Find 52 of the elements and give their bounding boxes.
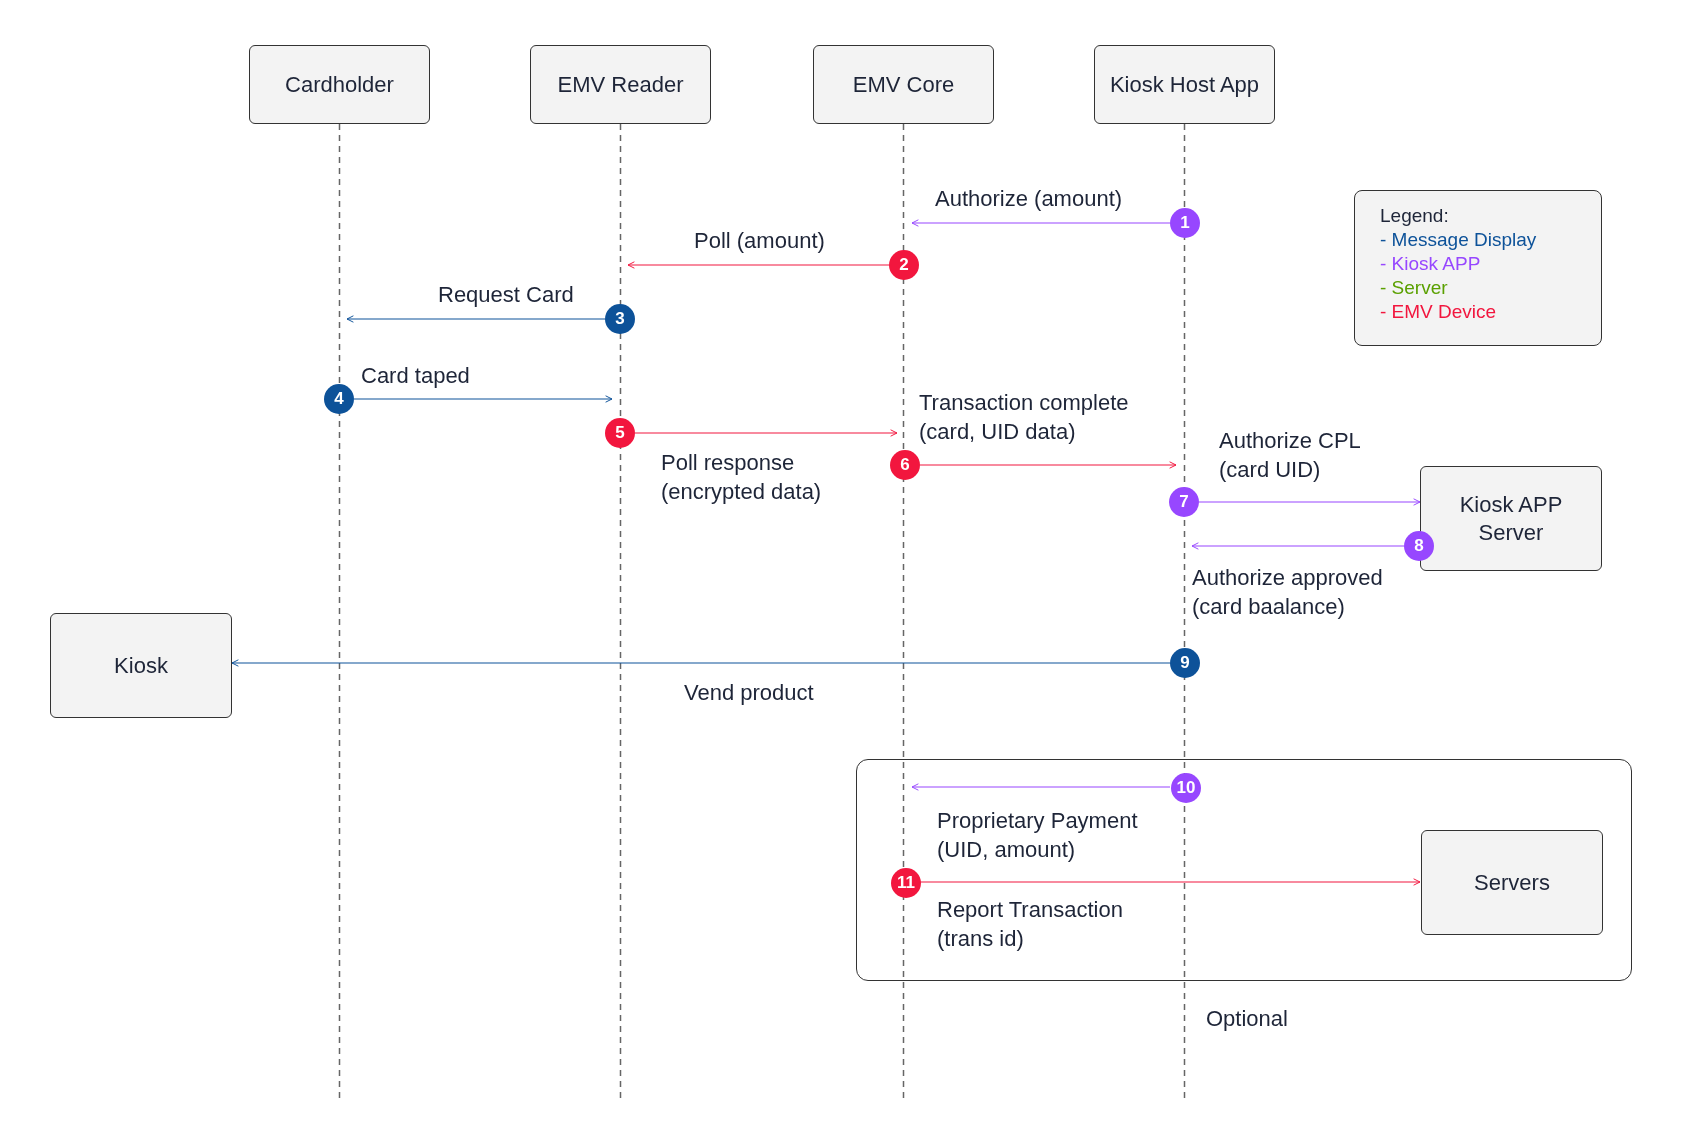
participant-box [530,45,711,124]
node-label: Kiosk Host App [1109,70,1260,99]
participant-box [249,45,430,124]
step-number: 8 [1414,535,1424,558]
message-arrow [919,461,1177,469]
edge-label: Authorize (amount) [935,185,1124,213]
message-arrow [911,219,1171,227]
step-number: 2 [899,254,909,277]
legend-entry: - EMV Device [1380,300,1498,324]
node-label: Cardholder [285,70,394,99]
frame-caption: Optional [1206,1005,1288,1033]
participant-box [1094,45,1275,124]
step-number: 5 [615,422,625,445]
edge-label: Proprietary Payment (UID, amount) [937,807,1139,864]
step-number: 6 [900,454,910,477]
message-arrow [919,878,1421,886]
step-number: 11 [897,872,915,895]
node-label: Servers [1474,868,1550,897]
node-label: EMV Core [852,70,955,99]
message-arrow [634,429,898,437]
message-arrow [1191,542,1405,550]
edge-label: Poll (amount) [694,227,826,255]
step-number: 10 [1176,777,1196,800]
message-arrow [346,315,606,323]
step-number: 9 [1180,652,1190,675]
step-number: 7 [1179,491,1189,514]
edge-label: Report Transaction (trans id) [937,896,1124,953]
message-arrow [1198,498,1421,506]
message-arrow [231,659,1171,667]
step-number: 3 [615,308,625,331]
legend-title: Legend: [1380,204,1450,228]
process-box [1421,830,1603,935]
edge-label: Request Card [438,281,575,309]
edge-label: Poll response (encrypted data) [661,449,823,506]
step-number: 1 [1180,212,1190,235]
edge-label: Authorize approved (card baalance) [1192,564,1384,621]
edge-label: Card taped [361,362,471,390]
participant-box [813,45,994,124]
node-label: Kiosk [114,651,168,680]
legend-entry: - Message Display [1380,228,1538,252]
node-label: EMV Reader [557,70,684,99]
message-arrow [911,783,1171,791]
edge-label: Vend product [684,679,815,707]
node-label: Kiosk APP Server [1458,490,1564,547]
process-box [50,613,232,718]
message-arrow [353,395,613,403]
edge-label: Transaction complete (card, UID data) [919,389,1130,446]
message-arrow [627,261,890,269]
legend-entry: - Kiosk APP [1380,252,1482,276]
legend-entry: - Server [1380,276,1449,300]
step-number: 4 [334,388,344,411]
edge-label: Authorize CPL (card UID) [1219,427,1362,484]
